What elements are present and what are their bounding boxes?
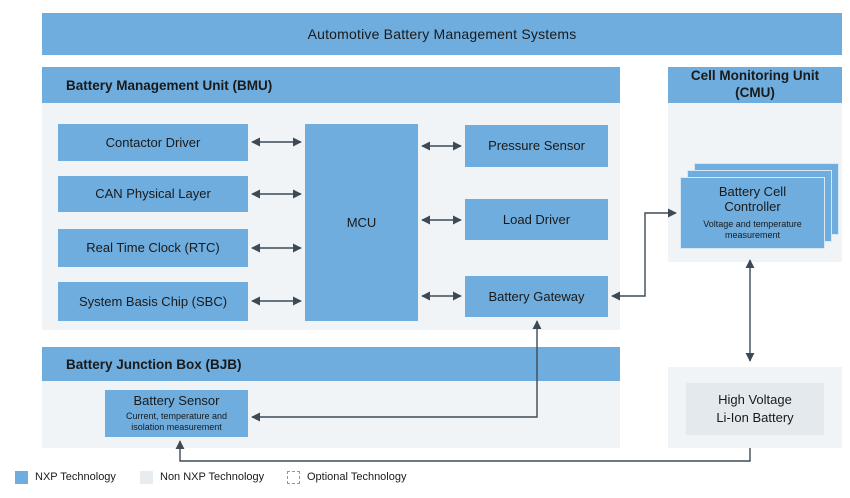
block-system-basis-chip: System Basis Chip (SBC) — [58, 282, 248, 321]
title-banner: Automotive Battery Management Systems — [42, 13, 842, 55]
bmu-header: Battery Management Unit (BMU) — [42, 67, 620, 103]
non-nxp-swatch-icon — [140, 470, 153, 484]
block-real-time-clock: Real Time Clock (RTC) — [58, 229, 248, 267]
block-label: Contactor Driver — [105, 134, 201, 150]
legend-label: Non NXP Technology — [160, 471, 265, 483]
nxp-swatch-icon — [15, 470, 28, 484]
block-label: Battery Cell Controller — [718, 183, 787, 214]
block-label: Real Time Clock (RTC) — [86, 240, 220, 256]
legend-item-optional: Optional Technology — [287, 469, 406, 485]
block-label: System Basis Chip (SBC) — [78, 293, 228, 309]
block-label: CAN Physical Layer — [95, 186, 211, 202]
bjb-title: Battery Junction Box (BJB) — [66, 356, 242, 372]
block-pressure-sensor: Pressure Sensor — [465, 125, 608, 167]
block-battery-sensor: Battery Sensor Current, temperature and … — [105, 390, 248, 437]
block-label: High Voltage Li-Ion Battery — [716, 392, 794, 425]
block-contactor-driver: Contactor Driver — [58, 124, 248, 161]
block-mcu: MCU — [305, 124, 418, 321]
block-can-physical-layer: CAN Physical Layer — [58, 176, 248, 212]
legend-item-non-nxp: Non NXP Technology — [140, 469, 264, 485]
block-sublabel: Current, temperature and isolation measu… — [125, 411, 228, 433]
block-label: Load Driver — [502, 211, 571, 227]
bmu-title: Battery Management Unit (BMU) — [66, 77, 273, 93]
block-label: MCU — [346, 214, 377, 230]
block-battery-gateway: Battery Gateway — [465, 276, 608, 317]
legend-item-nxp: NXP Technology — [15, 469, 116, 485]
block-label: Pressure Sensor — [488, 138, 585, 154]
bjb-header: Battery Junction Box (BJB) — [42, 347, 620, 381]
diagram-title: Automotive Battery Management Systems — [307, 26, 577, 42]
cmu-header: Cell Monitoring Unit (CMU) — [668, 67, 842, 103]
block-high-voltage-battery: High Voltage Li-Ion Battery — [686, 383, 824, 435]
cmu-title: Cell Monitoring Unit (CMU) — [690, 68, 820, 100]
connector-gateway-cell-controller — [611, 208, 677, 301]
block-label: Battery Sensor — [133, 393, 220, 409]
optional-swatch-icon — [287, 470, 300, 484]
legend-label: Optional Technology — [307, 471, 407, 483]
block-battery-cell-controller: Battery Cell Controller Voltage and temp… — [680, 177, 825, 249]
legend-label: NXP Technology — [35, 471, 116, 483]
block-load-driver: Load Driver — [465, 199, 608, 240]
block-label: Battery Gateway — [488, 288, 585, 304]
block-sublabel: Voltage and temperature measurement — [703, 218, 802, 240]
